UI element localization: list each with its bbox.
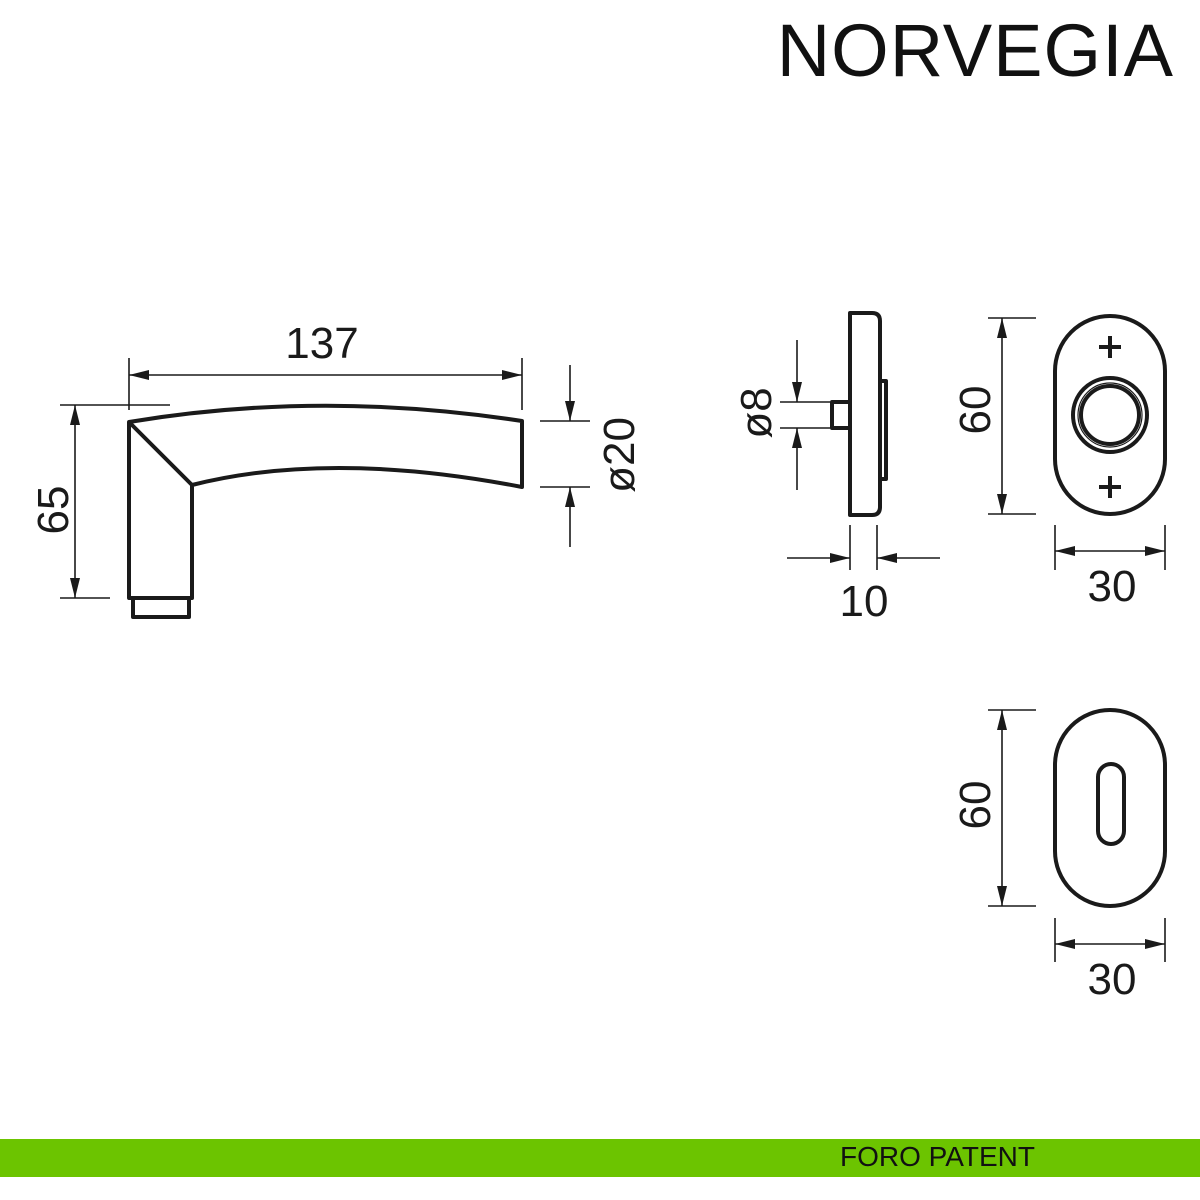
- screw-plus-icon: [1099, 336, 1121, 358]
- lever-handle-drawing: 137 65 ø20: [29, 319, 644, 619]
- spindle: [830, 400, 852, 430]
- screw-plus-icon: [1099, 476, 1121, 498]
- keyhole-escutcheon-view: 60 30: [951, 708, 1167, 1004]
- handle-miter-line: [127, 420, 194, 487]
- dimension-height-label: 65: [29, 486, 78, 535]
- rose-ring-outer: [1071, 376, 1149, 454]
- rose-front-view: 60 30: [951, 314, 1167, 611]
- handle-collar: [131, 596, 191, 619]
- footer-bar: FORO PATENT: [0, 1139, 1200, 1177]
- escutcheon-height-label: 60: [951, 781, 1000, 830]
- rose-ring-mid: [1077, 382, 1143, 448]
- rose-height-label: 60: [951, 386, 1000, 435]
- dimension-diameter-label: ø20: [595, 417, 644, 493]
- keyhole-slot: [1096, 762, 1126, 846]
- rose-spring-bump: [880, 379, 888, 481]
- handle-outline: [127, 403, 524, 600]
- rose-profile: [848, 311, 882, 517]
- rose-ring-inner: [1079, 384, 1141, 446]
- dimension-thickness-label: 10: [840, 577, 889, 626]
- rose-width-label: 30: [1088, 562, 1137, 611]
- dimension-length-label: 137: [285, 319, 358, 368]
- escutcheon-width-label: 30: [1088, 955, 1137, 1004]
- product-title: NORVEGIA: [776, 9, 1174, 92]
- rose-side-view: ø8 10: [732, 311, 940, 626]
- dimension-spindle-label: ø8: [732, 387, 781, 438]
- escutcheon-outline: [1053, 708, 1167, 908]
- rose-outline: [1053, 314, 1167, 516]
- footer-label: FORO PATENT: [840, 1141, 1035, 1172]
